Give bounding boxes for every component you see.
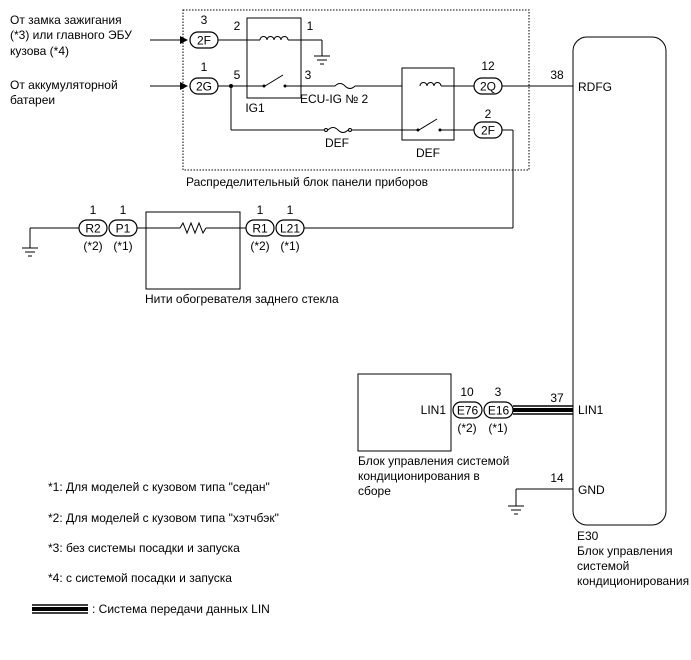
ecu-pin-gnd-label: GND — [578, 483, 605, 497]
fuse-def-icon — [327, 127, 349, 133]
ecu-label-3: кондиционирования — [577, 574, 689, 588]
note-e16: (*1) — [488, 421, 507, 435]
relay-ig1-label: IG1 — [245, 101, 265, 115]
ground-icon — [314, 55, 330, 65]
ig1-coil-icon — [259, 36, 289, 41]
rear-heater-box — [145, 211, 241, 290]
connector-2g-label: 2G — [196, 80, 212, 94]
ecu-e30-box — [572, 36, 667, 526]
fuse-ecu-ig-icon — [334, 83, 356, 89]
fuse-ecu-ig-label: ECU-IG № 2 — [300, 92, 369, 106]
connector-e76 — [452, 401, 483, 419]
pin-r2-number: 1 — [90, 203, 97, 217]
note-2: *2: Для моделей с кузовом типа "хэтчбэк" — [48, 511, 279, 525]
relay-ig1 — [246, 17, 302, 99]
relay-def-label: DEF — [416, 146, 440, 160]
pin-r1-number: 1 — [257, 203, 264, 217]
ignition-source-label-2: (*3) или главного ЭБУ — [10, 28, 132, 42]
pin-l21-number: 1 — [287, 203, 294, 217]
ac-assembly-pin-label: LIN1 — [421, 403, 447, 417]
connector-l21 — [275, 219, 305, 237]
connector-e16-label: E16 — [488, 404, 510, 418]
lin-legend-symbol — [32, 604, 88, 614]
ac-assembly-label-2: кондиционирования в — [358, 469, 480, 483]
heater-label: Нити обогревателя заднего стекла — [145, 292, 339, 306]
ecu-pin-lin1-number: 37 — [550, 391, 564, 405]
ecu-ground-icon — [508, 505, 524, 515]
connector-r1 — [245, 219, 275, 237]
ignition-source-label-1: От замка зажигания — [10, 13, 122, 27]
note-r2: (*2) — [83, 239, 102, 253]
pin-2f-bottom-number: 2 — [485, 107, 492, 121]
connector-2f-top-label: 2F — [197, 34, 211, 48]
lin-legend-label: : Система передачи данных LIN — [92, 602, 270, 616]
ac-assembly-box — [357, 373, 452, 452]
ac-assembly-label-1: Блок управления системой — [358, 454, 509, 468]
heater-ground-icon — [22, 247, 38, 257]
note-r1: (*2) — [250, 239, 269, 253]
ig1-pin5-number: 5 — [234, 68, 241, 82]
battery-source-label-1: От аккумуляторной — [10, 78, 118, 92]
note-3: *3: без системы посадки и запуска — [48, 541, 240, 555]
heater-resistor-icon — [179, 221, 207, 235]
note-4: *4: с системой посадки и запуска — [48, 571, 232, 585]
pin-e16-number: 3 — [495, 385, 502, 399]
note-1: *1: Для моделей с кузовом типа "седан" — [48, 480, 270, 494]
ignition-source-label-3: кузова (*4) — [10, 44, 69, 58]
ac-assembly-label-3: сборе — [358, 484, 391, 498]
lin-bus-wire — [513, 405, 573, 415]
connector-p1-label: P1 — [116, 222, 131, 236]
fuse-def-label: DEF — [325, 136, 349, 150]
note-p1: (*1) — [113, 239, 132, 253]
panel-block-label: Распределительный блок панели приборов — [186, 175, 428, 189]
connector-r2 — [78, 219, 108, 237]
connector-2q-label: 2Q — [480, 80, 496, 94]
connector-l21-label: L21 — [280, 222, 300, 236]
ig1-pin3-number: 3 — [305, 68, 312, 82]
note-l21: (*1) — [280, 239, 299, 253]
ecu-pin-gnd-number: 14 — [550, 471, 564, 485]
connector-e76-label: E76 — [457, 404, 479, 418]
battery-source-label-2: батареи — [10, 93, 55, 107]
def-switch-icon — [418, 118, 438, 131]
connector-r1-label: R1 — [252, 222, 268, 236]
pin-2f-top-number: 3 — [201, 13, 208, 27]
ecu-pin-rdfg-label: RDFG — [578, 80, 612, 94]
pin-p1-number: 1 — [120, 203, 127, 217]
connector-2f-bottom-label: 2F — [481, 124, 495, 138]
battery-arrow-icon — [180, 82, 188, 90]
pin-2g-number: 1 — [201, 60, 208, 74]
pin-e76-number: 10 — [460, 385, 474, 399]
ecu-label-2: системой — [577, 559, 629, 573]
ignition-arrow-icon — [180, 36, 188, 44]
def-coil-icon — [419, 82, 442, 87]
panel-junction-block — [182, 9, 530, 171]
relay-def — [401, 67, 455, 141]
ecu-pin-rdfg-number: 38 — [550, 68, 564, 82]
ecu-pin-lin1-label: LIN1 — [578, 403, 604, 417]
ecu-label-1: Блок управления — [577, 544, 673, 558]
ecu-code: E30 — [577, 529, 599, 543]
ig1-switch-icon — [264, 74, 284, 87]
connector-r2-label: R2 — [85, 222, 101, 236]
note-e76: (*2) — [457, 421, 476, 435]
pin-2q-number: 12 — [481, 59, 495, 73]
ig1-pin1-number: 1 — [307, 19, 314, 33]
ig1-pin2-number: 2 — [234, 19, 241, 33]
